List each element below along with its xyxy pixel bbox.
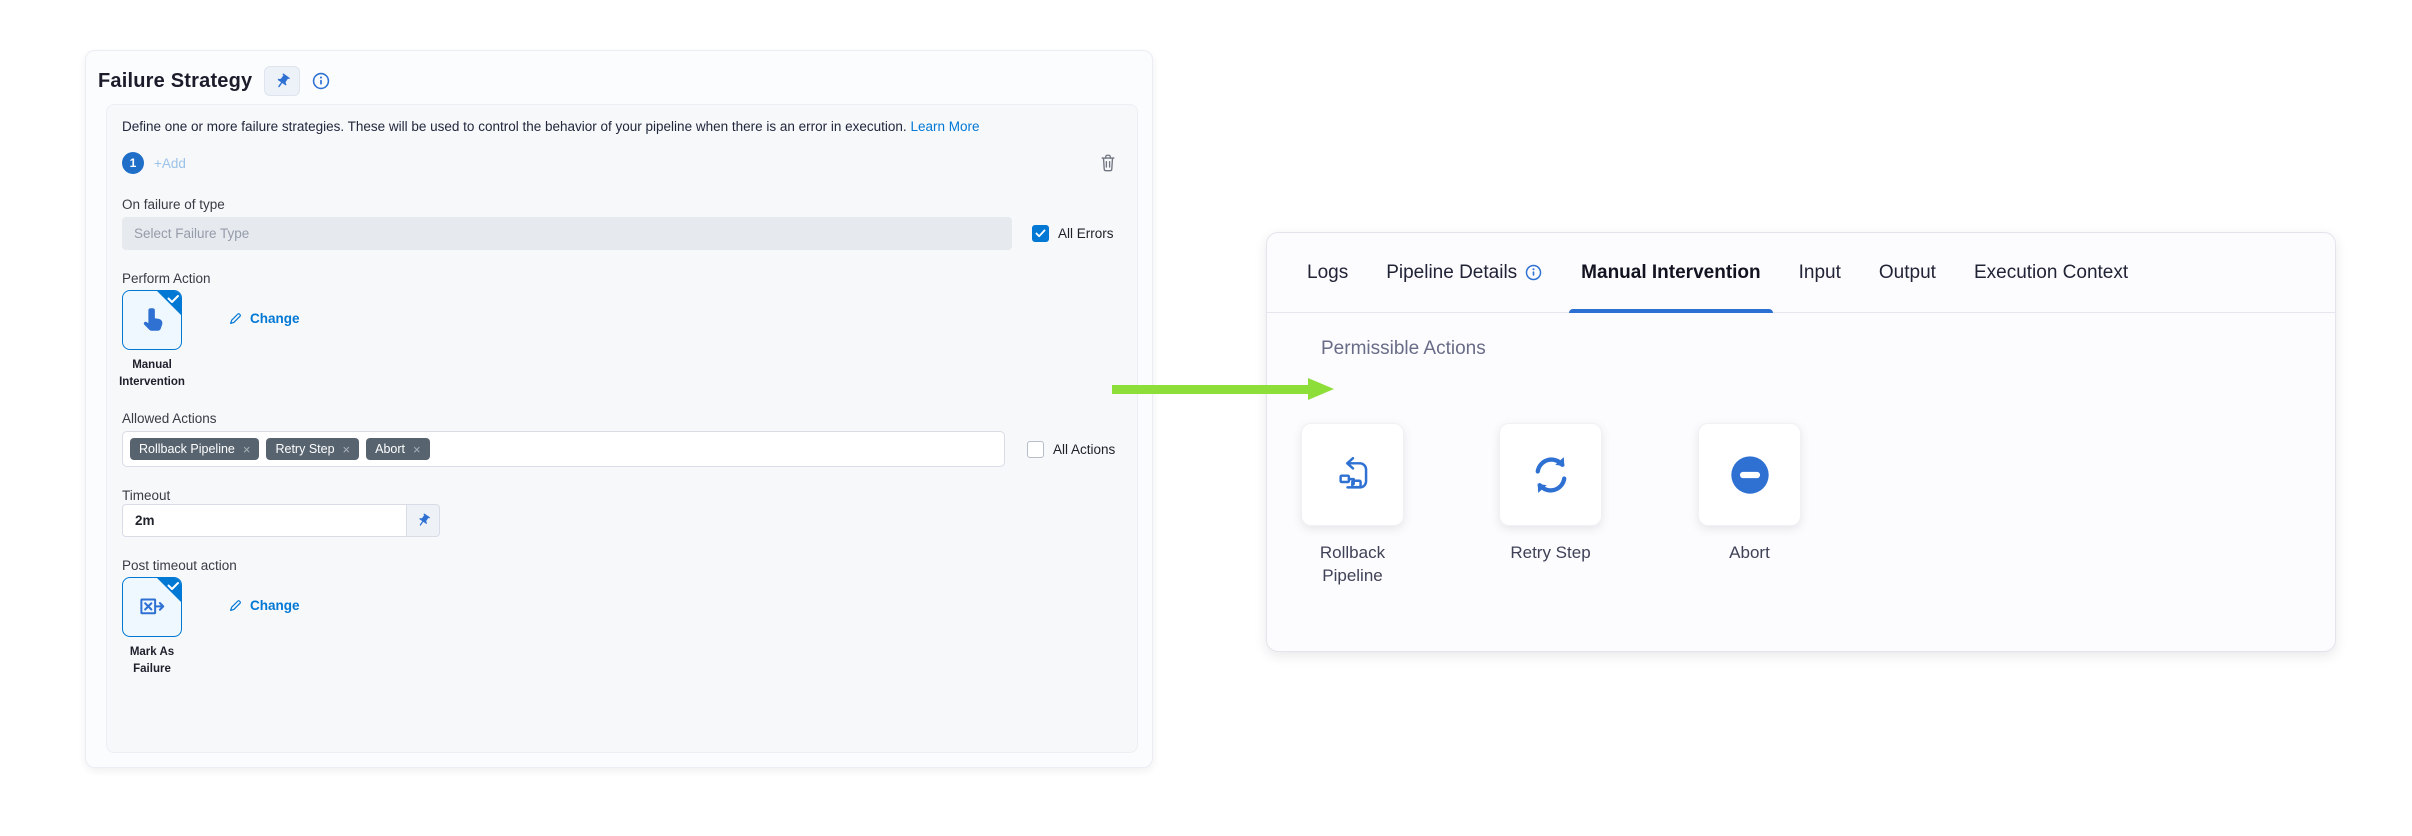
description-text: Define one or more failure strategies. T… xyxy=(122,119,1082,134)
chip-rollback-pipeline[interactable]: Rollback Pipeline × xyxy=(130,438,260,460)
post-timeout-caption: Mark As Failure xyxy=(129,646,175,675)
allowed-actions-label: Allowed Actions xyxy=(122,411,217,426)
trash-icon xyxy=(1099,153,1117,173)
pin-icon xyxy=(416,513,431,528)
tab-manual-intervention[interactable]: Manual Intervention xyxy=(1569,233,1774,313)
all-errors-checkbox[interactable]: All Errors xyxy=(1032,225,1114,242)
retry-step-action: Retry Step xyxy=(1499,423,1602,565)
all-actions-label: All Actions xyxy=(1053,442,1116,457)
checkbox-checked-icon xyxy=(1032,225,1049,242)
mark-as-failure-icon xyxy=(137,592,167,622)
strategy-index-badge[interactable]: 1 xyxy=(122,152,144,174)
mark-as-failure-card[interactable] xyxy=(122,577,182,637)
timeout-field xyxy=(122,504,440,537)
chip-label: Retry Step xyxy=(275,442,335,456)
learn-more-link[interactable]: Learn More xyxy=(910,119,980,134)
action-label: Retry Step xyxy=(1510,543,1591,562)
description-body: Define one or more failure strategies. T… xyxy=(122,119,907,134)
details-tabbar: Logs Pipeline Details Manual Interventio… xyxy=(1267,233,2335,313)
tab-label: Manual Intervention xyxy=(1581,261,1761,283)
delete-strategy-button[interactable] xyxy=(1097,152,1119,174)
tab-logs[interactable]: Logs xyxy=(1307,233,1348,312)
timeout-pin-button[interactable] xyxy=(406,504,440,537)
timeout-label: Timeout xyxy=(122,488,171,503)
tab-label: Pipeline Details xyxy=(1386,261,1518,283)
chip-abort[interactable]: Abort × xyxy=(366,438,430,460)
tab-label: Execution Context xyxy=(1973,261,2129,283)
abort-action: Abort xyxy=(1698,423,1801,565)
chip-label: Abort xyxy=(375,442,406,456)
add-strategy-button[interactable]: +Add xyxy=(154,156,186,171)
chip-label: Rollback Pipeline xyxy=(139,442,235,456)
page-title: Failure Strategy xyxy=(98,69,253,92)
change-post-timeout-label: Change xyxy=(250,598,300,613)
tab-input[interactable]: Input xyxy=(1799,233,1841,312)
abort-icon xyxy=(1727,452,1773,498)
tab-output[interactable]: Output xyxy=(1879,233,1936,312)
permissible-actions-heading: Permissible Actions xyxy=(1321,338,1486,359)
allowed-actions-input[interactable]: Rollback Pipeline × Retry Step × Abort × xyxy=(122,431,1005,467)
failure-strategy-header: Failure Strategy xyxy=(98,59,330,103)
pencil-icon xyxy=(228,311,243,326)
info-icon[interactable] xyxy=(312,72,330,90)
tab-label: Output xyxy=(1878,261,1936,283)
post-timeout-label: Post timeout action xyxy=(122,558,237,573)
timeout-input[interactable] xyxy=(122,504,406,537)
execution-details-panel: Logs Pipeline Details Manual Interventio… xyxy=(1266,232,2336,652)
retry-icon xyxy=(1528,452,1574,498)
chip-retry-step[interactable]: Retry Step × xyxy=(266,438,360,460)
on-failure-label: On failure of type xyxy=(122,197,225,212)
failure-strategy-panel: Failure Strategy Define one or more fail… xyxy=(85,50,1153,768)
action-label: Abort xyxy=(1729,543,1770,562)
tab-execution-context[interactable]: Execution Context xyxy=(1974,233,2128,312)
manual-intervention-card[interactable] xyxy=(122,290,182,350)
rollback-pipeline-action: Rollback Pipeline xyxy=(1301,423,1404,588)
perform-action-caption: Manual Intervention xyxy=(119,359,185,388)
pin-icon xyxy=(274,73,291,90)
chip-remove-icon[interactable]: × xyxy=(413,441,421,457)
chip-remove-icon[interactable]: × xyxy=(242,441,251,457)
tab-label: Input xyxy=(1798,261,1841,283)
change-action-label: Change xyxy=(250,311,300,326)
tab-pipeline-details[interactable]: Pipeline Details xyxy=(1386,233,1543,312)
all-actions-checkbox[interactable]: All Actions xyxy=(1027,441,1115,458)
checkbox-unchecked-icon xyxy=(1027,441,1044,458)
chip-remove-icon[interactable]: × xyxy=(342,441,351,457)
info-icon[interactable] xyxy=(1525,264,1543,282)
pencil-icon xyxy=(228,598,243,613)
hand-pointer-icon xyxy=(137,305,167,335)
rollback-pipeline-button[interactable] xyxy=(1301,423,1404,526)
rollback-pipeline-icon xyxy=(1331,453,1375,497)
pin-runtime-input-button[interactable] xyxy=(264,66,301,96)
change-action-button[interactable]: Change xyxy=(228,311,300,326)
tab-label: Logs xyxy=(1307,261,1349,283)
all-errors-label: All Errors xyxy=(1058,226,1114,241)
retry-step-button[interactable] xyxy=(1499,423,1602,526)
failure-type-input[interactable] xyxy=(122,217,1012,250)
abort-button[interactable] xyxy=(1698,423,1801,526)
strategy-editor-card: Define one or more failure strategies. T… xyxy=(106,104,1138,753)
action-label: Rollback Pipeline xyxy=(1319,543,1386,585)
change-post-timeout-button[interactable]: Change xyxy=(228,598,300,613)
perform-action-label: Perform Action xyxy=(122,271,211,286)
